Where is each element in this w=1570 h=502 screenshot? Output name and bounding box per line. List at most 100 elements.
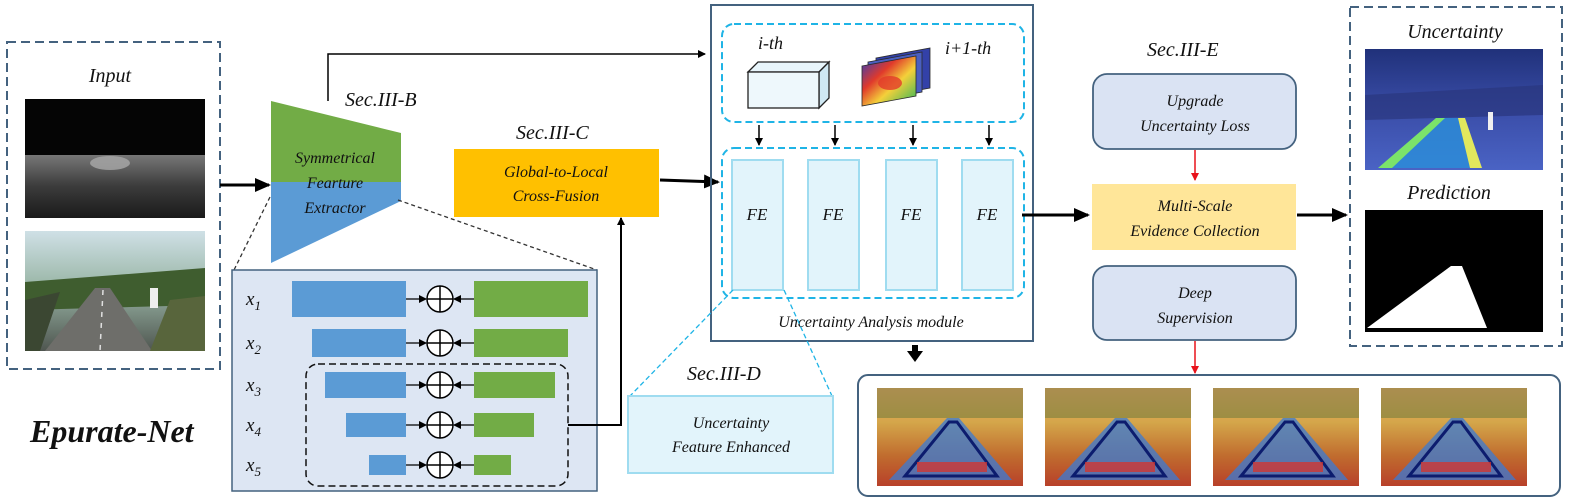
supervision-maps-border — [857, 374, 1561, 497]
upgrade-uncertainty-loss-block: Upgrade Uncertainty Loss — [1092, 73, 1297, 150]
encoder-feature-bar — [369, 455, 406, 475]
supervision-map-4 — [1381, 388, 1527, 486]
prediction-image — [1365, 210, 1543, 332]
uncertainty-map-image — [1365, 49, 1543, 170]
multi-scale-evidence-box — [1092, 184, 1296, 250]
arrow-fusion-to-fe — [659, 174, 720, 189]
scale-row-2: x2 — [245, 329, 568, 357]
supervision-map-2 — [1045, 388, 1191, 486]
decoder-feature-bar — [474, 372, 555, 398]
fe-label: FE — [822, 205, 844, 224]
upgrade-line1: Upgrade — [1167, 93, 1224, 110]
fe-label: FE — [900, 205, 922, 224]
ufe-zoom-line-left — [629, 289, 734, 397]
add-icon — [426, 371, 454, 399]
fe-box — [807, 159, 860, 291]
extractor-line3: Extractor — [303, 200, 366, 217]
ufe-line1: Uncertainty — [693, 415, 770, 432]
cross-fusion-box — [454, 149, 659, 217]
input-panel-border — [6, 41, 221, 370]
scale-subscript: 5 — [254, 464, 261, 479]
scale-row-4: x4 — [245, 411, 534, 439]
multi-scale-evidence-block: Multi-Scale Evidence Collection — [1092, 184, 1296, 250]
zoom-line-left — [233, 196, 271, 271]
arrow-extractor-to-ua — [327, 50, 706, 101]
evidence-line2: Evidence Collection — [1129, 223, 1259, 240]
scale-subscript: 2 — [254, 342, 261, 357]
add-icon — [426, 329, 454, 357]
fe-label: FE — [976, 205, 998, 224]
extractor-top-green — [271, 101, 401, 182]
ua-module-border — [710, 4, 1034, 342]
decoder-feature-bar — [474, 413, 534, 437]
ufe-zoom-line-right — [783, 289, 833, 397]
encoder-feature-bar — [346, 413, 406, 437]
i-th-feature-cube — [746, 60, 831, 110]
cross-fusion-block: Global-to-Local Cross-Fusion — [454, 149, 659, 217]
upgrade-line2: Uncertainty Loss — [1140, 118, 1250, 135]
fe-box — [961, 159, 1014, 291]
uncertainty-label: Uncertainty — [1407, 21, 1503, 43]
add-icon — [426, 451, 454, 479]
scale-subscript: 4 — [254, 424, 261, 439]
scale-subscript: 1 — [254, 298, 261, 313]
i-plus-1-feature-stack — [861, 47, 931, 107]
output-panel: Uncertainty Prediction — [1349, 6, 1563, 347]
deep-supervision-box — [1092, 265, 1297, 341]
uncertainty-analysis-module: i-th i+1-th FE FE FE FE Uncertainty Analysi… — [710, 4, 1034, 342]
i-th-label: i-th — [758, 33, 783, 53]
decoder-feature-bar — [474, 455, 511, 475]
down-arrow-stem — [912, 345, 918, 352]
add-icon — [426, 411, 454, 439]
upgrade-uncertainty-loss-box — [1092, 73, 1297, 150]
evidence-line1: Multi-Scale — [1157, 198, 1233, 215]
decoder-feature-bar — [474, 281, 588, 317]
epurate-net-title: Epurate-Net — [29, 413, 195, 449]
section-iii-d: Sec.III-D — [687, 363, 761, 385]
cross-fusion-line2: Cross-Fusion — [513, 188, 600, 205]
deep-line1: Deep — [1177, 285, 1212, 302]
deep-supervision-block: Deep Supervision — [1092, 265, 1297, 341]
fe-group — [721, 147, 1025, 299]
encoder-feature-bar — [325, 372, 406, 398]
down-arrow-icon — [907, 351, 923, 362]
extractor-bottom-blue — [271, 182, 401, 263]
supervision-map-1 — [877, 388, 1023, 486]
output-panel-border — [1349, 6, 1563, 347]
depth-image — [25, 99, 205, 218]
ua-inputs-group — [721, 23, 1025, 123]
ufe-box — [627, 395, 834, 474]
supervision-map-3 — [1213, 388, 1359, 486]
scale-subscript: 3 — [253, 384, 261, 399]
extractor-line1: Symmetrical — [295, 150, 376, 167]
fe-label: FE — [746, 205, 768, 224]
i-plus-1-th-label: i+1-th — [945, 38, 991, 58]
fe-box — [731, 159, 784, 291]
symmetrical-extractor: Symmetrical Fearture Extractor — [271, 101, 401, 263]
encoder-feature-bar — [312, 329, 406, 357]
encoder-feature-bar — [292, 281, 406, 317]
cross-fusion-line1: Global-to-Local — [504, 164, 609, 181]
add-icon — [426, 285, 454, 313]
section-iii-b: Sec.III-B — [345, 89, 417, 111]
zoom-line-right — [397, 199, 598, 271]
section-iii-e: Sec.III-E — [1147, 39, 1219, 61]
scale-row-5: x5 — [245, 451, 511, 479]
decoder-feature-bar — [474, 329, 568, 357]
scale-row-1: x1 — [245, 281, 588, 317]
extractor-line2: Fearture — [306, 175, 363, 192]
deep-line2: Supervision — [1157, 310, 1233, 327]
fe-box — [885, 159, 938, 291]
uncertainty-feature-enhanced: Uncertainty Feature Enhanced — [627, 395, 834, 474]
input-panel: Input — [6, 41, 221, 370]
input-label: Input — [88, 65, 132, 87]
arrow-scales-to-fusion — [568, 217, 625, 426]
rgb-image — [25, 231, 205, 352]
ufe-line2: Feature Enhanced — [671, 439, 791, 456]
supervision-maps-panel — [857, 374, 1561, 497]
section-iii-c: Sec.III-C — [516, 122, 589, 144]
prediction-label: Prediction — [1406, 182, 1491, 204]
ua-module-label: Uncertainty Analysis module — [778, 314, 963, 331]
